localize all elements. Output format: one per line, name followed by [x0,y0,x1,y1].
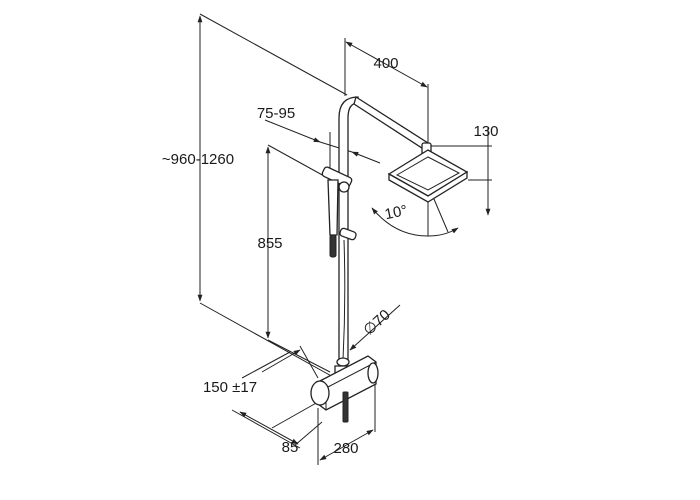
dim-slide-range [265,144,336,373]
pipe-diameter-label: ∅70 [360,306,393,339]
dim-rail-offset [264,119,381,178]
hand-shower [327,179,339,258]
centres-label: 150 ±17 [203,379,257,396]
slide-range-label: 855 [257,235,282,252]
head-depth-label: 130 [473,123,498,140]
shower-arm [353,95,432,158]
arm-length-label: 400 [373,55,398,72]
dim-arm-length [344,38,429,150]
rain-shower-head [387,149,469,203]
mixer-width-label: 280 [333,440,358,457]
thermostatic-mixer [310,355,379,411]
hand-shower-holder [339,227,357,241]
total-height-label: ~960-1260 [162,151,234,168]
dim-mixer-width [317,378,376,465]
tilt-angle-label: 10° [383,202,409,223]
rail-offset-label: 75-95 [257,105,295,122]
spout [342,391,349,423]
wall-offset-label: 85 [282,439,299,456]
shower-hose [342,239,346,361]
slide-bar-bracket [321,166,353,193]
dim-pipe-diameter [349,304,401,351]
dim-total-height [197,13,348,379]
dim-head-depth [428,128,492,216]
dim-centres [241,345,319,379]
dim-wall-offset [231,401,323,449]
